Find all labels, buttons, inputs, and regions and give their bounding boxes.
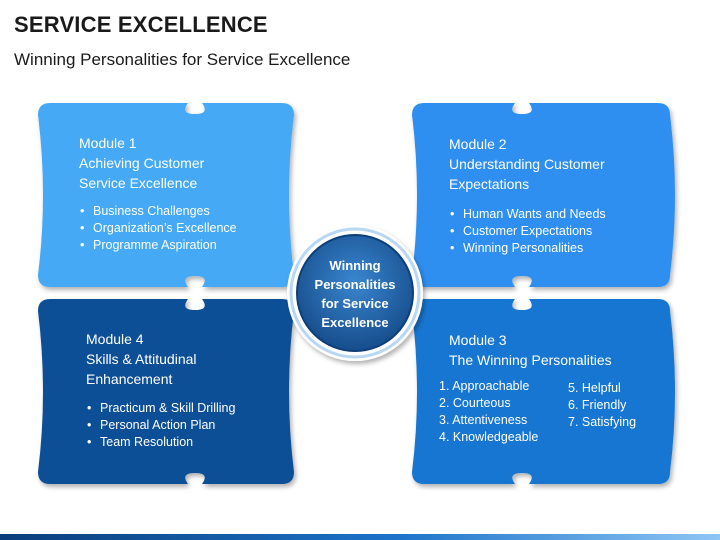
list-item: Customer Expectations [450, 223, 606, 240]
module-3-title-line: The Winning Personalities [449, 352, 612, 368]
center-label: Winning Personalities for Service Excell… [292, 256, 418, 332]
module-1-title-line: Achieving Customer [79, 155, 205, 171]
module-3-shape [412, 299, 675, 484]
list-item: 4. Knowledgeable [439, 430, 539, 444]
center-line: Excellence [321, 315, 389, 330]
center-line: Personalities [314, 277, 396, 292]
list-item: Practicum & Skill Drilling [87, 400, 235, 417]
slide-subtitle: Winning Personalities for Service Excell… [14, 50, 351, 69]
list-item: 1. Approachable [439, 379, 530, 393]
module-4-title-line: Skills & Attitudinal [86, 351, 197, 367]
list-item: 5. Helpful [568, 381, 621, 395]
module-3-number: Module 3 [449, 332, 507, 348]
module-1-list: Business Challenges Organization’s Excel… [79, 203, 237, 254]
module-1-title-line: Service Excellence [79, 175, 198, 191]
list-item: 7. Satisfying [568, 415, 637, 429]
list-item: 2. Courteous [439, 396, 511, 410]
center-ring-inner [289, 227, 421, 359]
module-1-content: Module 1 Achieving Customer Service Exce… [79, 133, 237, 254]
module-1-number: Module 1 [79, 135, 137, 151]
module-2-list: Human Wants and Needs Customer Expectati… [449, 206, 606, 257]
module-4-title-line: Enhancement [86, 371, 173, 387]
list-item: Business Challenges [80, 203, 237, 220]
module-4-content: Module 4 Skills & Attitudinal Enhancemen… [86, 329, 235, 451]
center-circle [296, 234, 414, 352]
module-2-number: Module 2 [449, 136, 507, 152]
footer-gradient-bar [0, 534, 720, 540]
module-3-list-right: 5. Helpful 6. Friendly 7. Satisfying [568, 380, 636, 431]
module-4-list: Practicum & Skill Drilling Personal Acti… [86, 400, 235, 451]
personality-list-left: 1. Approachable 2. Courteous 3. Attentiv… [439, 378, 538, 446]
list-item: 3. Attentiveness [439, 413, 528, 427]
personality-list-right: 5. Helpful 6. Friendly 7. Satisfying [568, 380, 636, 431]
module-3-list-left: 1. Approachable 2. Courteous 3. Attentiv… [439, 378, 538, 446]
list-item: Personal Action Plan [87, 417, 235, 434]
module-2-title-line: Expectations [449, 176, 530, 192]
list-item: 6. Friendly [568, 398, 627, 412]
center-line: for Service [321, 296, 389, 311]
list-item: Team Resolution [87, 434, 235, 451]
list-item: Organization’s Excellence [80, 220, 237, 237]
list-item: Winning Personalities [450, 240, 606, 257]
module-2-content: Module 2 Understanding Customer Expectat… [449, 134, 606, 257]
module-4-number: Module 4 [86, 331, 144, 347]
module-3-content: Module 3 The Winning Personalities [449, 330, 612, 370]
center-line: Winning [329, 258, 381, 273]
list-item: Human Wants and Needs [450, 206, 606, 223]
module-2-title-line: Understanding Customer [449, 156, 605, 172]
slide-title: SERVICE EXCELLENCE [14, 12, 268, 37]
list-item: Programme Aspiration [80, 237, 237, 254]
